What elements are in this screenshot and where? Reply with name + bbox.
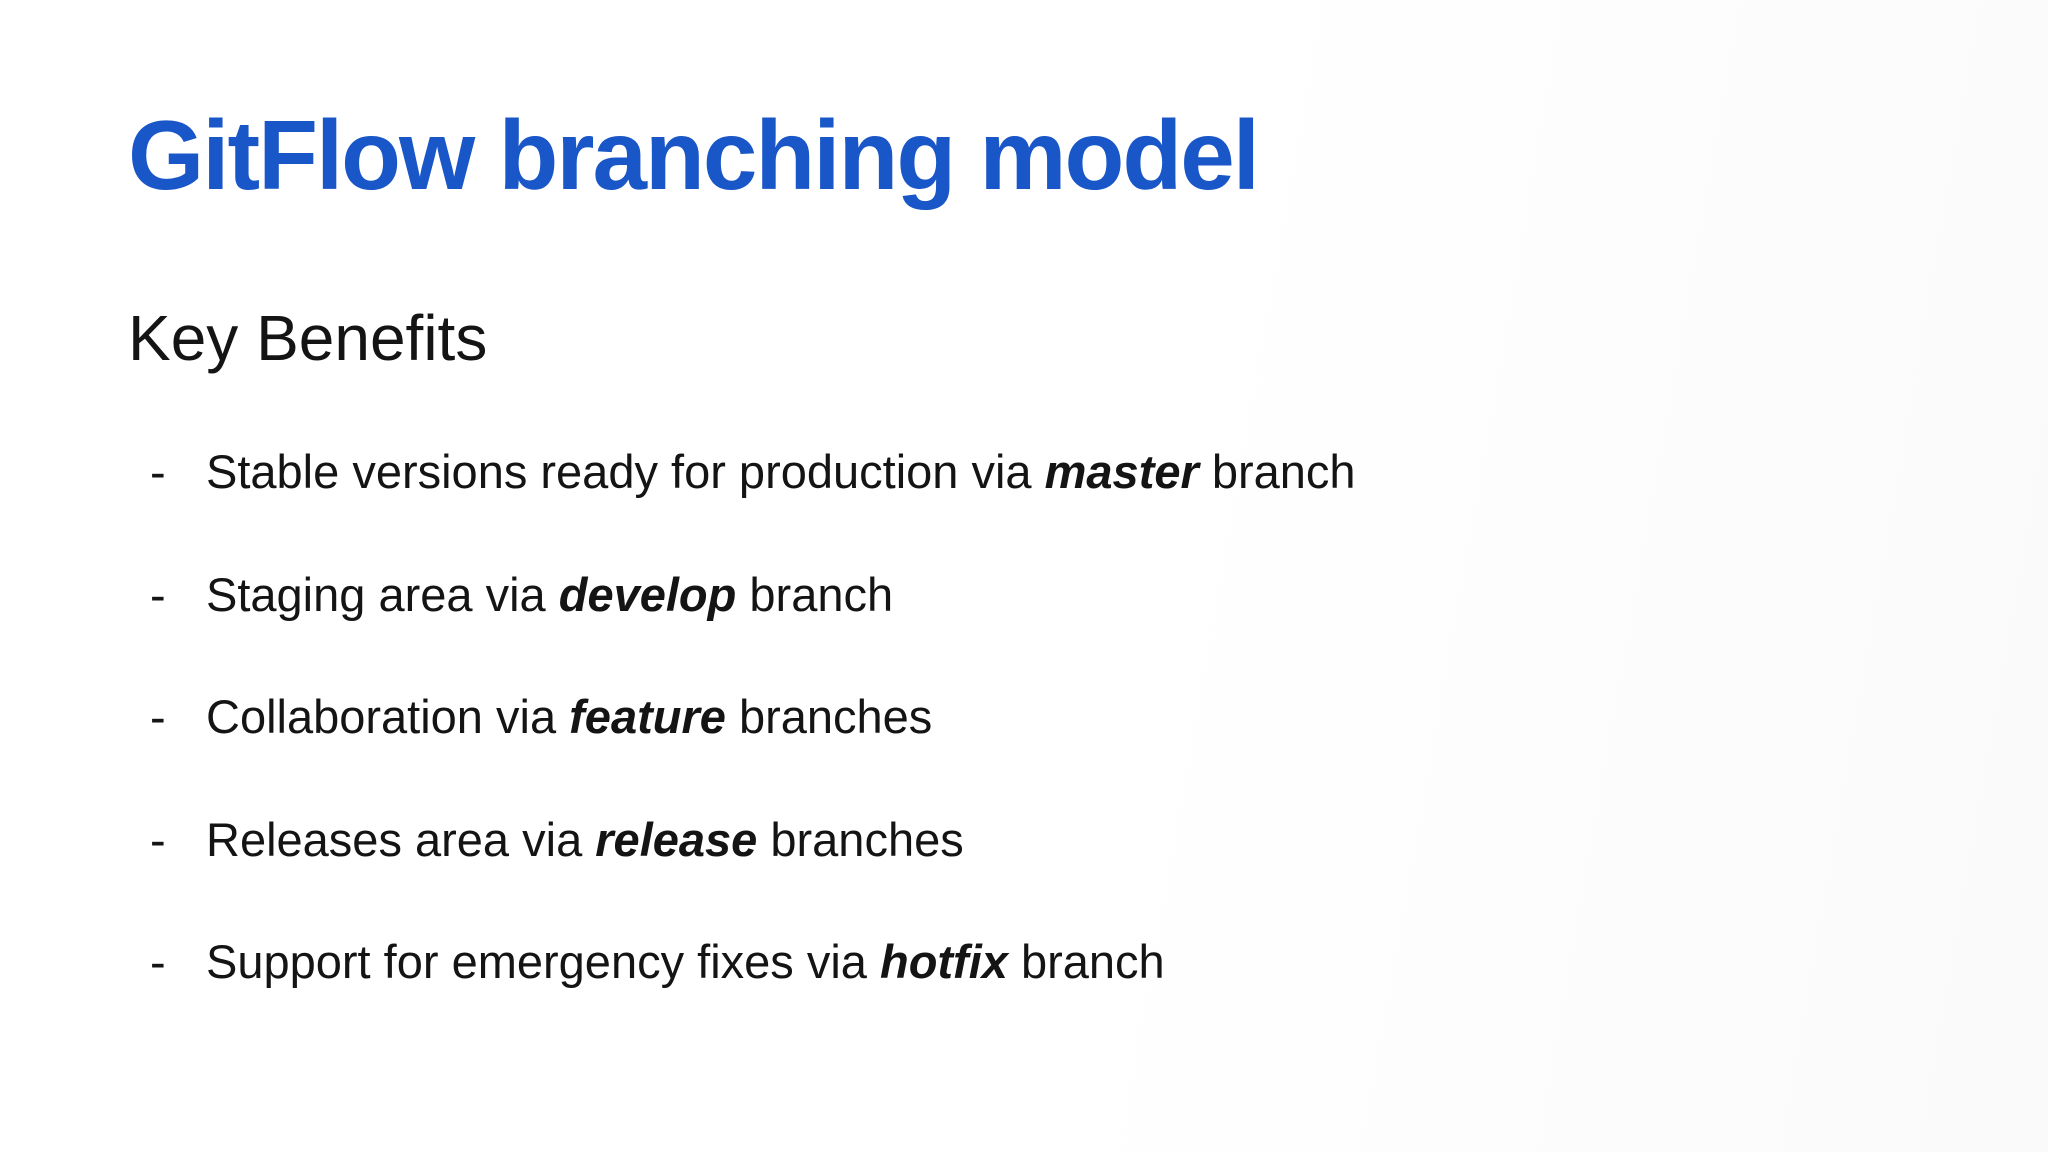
bullet-text-post: branch xyxy=(1007,935,1165,989)
bullet-marker: - xyxy=(150,812,166,866)
bullet-text-emphasis: develop xyxy=(558,567,737,621)
bullet-item: - Releases area via release branches xyxy=(128,812,1988,868)
bullet-item: - Staging area via develop branch xyxy=(128,567,1988,623)
bullet-text-emphasis: release xyxy=(595,812,758,866)
slide-title: GitFlow branching model xyxy=(128,100,1260,210)
bullet-text-pre: Releases area via xyxy=(206,812,596,866)
bullet-text-emphasis: master xyxy=(1044,445,1199,499)
bullet-text-post: branch xyxy=(736,567,894,621)
bullet-marker: - xyxy=(150,445,166,499)
bullet-item: - Support for emergency fixes via hotfix… xyxy=(128,934,1988,990)
bullet-text: Collaboration via feature branches xyxy=(206,689,932,745)
bullet-text-emphasis: feature xyxy=(569,690,726,744)
bullet-text-pre: Collaboration via xyxy=(206,690,570,744)
bullet-text: Support for emergency fixes via hotfix b… xyxy=(206,934,1165,990)
bullet-text-post: branches xyxy=(757,812,964,866)
bullet-marker: - xyxy=(150,567,166,621)
bullet-text: Releases area via release branches xyxy=(206,812,964,868)
slide-content: GitFlow branching model Key Benefits - S… xyxy=(0,99,2048,990)
bullet-text-pre: Stable versions ready for production via xyxy=(206,445,1045,499)
bullet-text-post: branch xyxy=(1198,445,1356,499)
bullet-text-post: branches xyxy=(725,690,933,744)
bullet-text-emphasis: hotfix xyxy=(879,935,1008,989)
bullet-marker: - xyxy=(150,690,166,744)
bullet-text: Staging area via develop branch xyxy=(206,567,893,623)
bullet-text: Stable versions ready for production via… xyxy=(206,444,1356,500)
bullet-marker: - xyxy=(150,935,166,989)
bullet-item: - Stable versions ready for production v… xyxy=(128,444,1988,500)
bullet-text-pre: Staging area via xyxy=(206,567,559,621)
section-heading: Key Benefits xyxy=(128,301,488,374)
bullet-text-pre: Support for emergency fixes via xyxy=(206,935,880,989)
bullet-item: - Collaboration via feature branches xyxy=(128,689,1988,745)
bullet-list: - Stable versions ready for production v… xyxy=(128,444,1988,990)
